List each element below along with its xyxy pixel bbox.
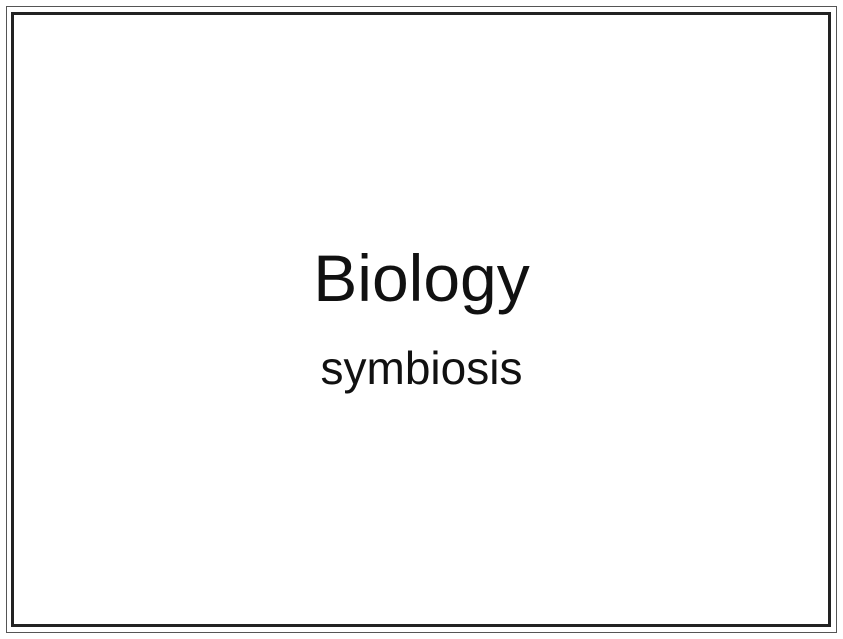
slide-title: Biology (313, 241, 530, 315)
slide-outer-border (6, 6, 837, 633)
slide-inner-border (11, 12, 831, 627)
slide-subtitle: symbiosis (320, 342, 523, 394)
